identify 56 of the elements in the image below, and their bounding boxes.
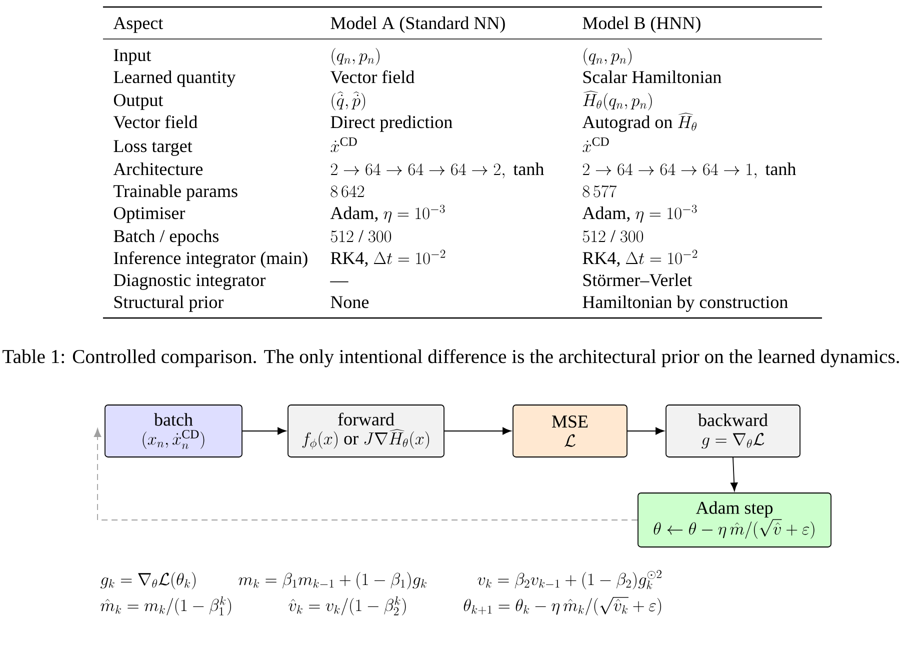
table-cell: $(q_n, p_n)$ — [584, 48, 632, 66]
equation: $m_k = \beta_1 m_{k-1} + (1-\beta_1) g_k$ — [238, 572, 426, 590]
process-box: backward $g = \nabla_\theta\mathcal{L}$ — [666, 404, 800, 458]
table-cell: $\mbox{Adam, }\eta = 10^{-3}$ — [582, 204, 697, 223]
table-cell: $512\mbox{ / }300$ — [330, 230, 392, 242]
table-cell: None — [330, 296, 369, 308]
table-cell: $\dot{x}^{\mathrm{CD}}$ — [330, 137, 357, 152]
equation: $g_k = \nabla_\theta \mathcal{L}(\theta_k)$ — [100, 572, 196, 590]
table-cell: Störmer–Verlet — [583, 274, 692, 286]
table-cell: — — [330, 281, 348, 282]
table-cell: Learned quantity — [114, 70, 236, 87]
equation: $\theta_{k+1} = \theta_k - \eta\,\hat{m}_k/(\sqrt{\hat{v}_k}+\varepsilon)$ — [464, 597, 662, 616]
table-cell: $\mbox{Adam, }\eta = 10^{-3}$ — [330, 204, 445, 223]
table-cell: Scalar Hamiltonian — [583, 70, 722, 84]
table-cell: Output — [114, 94, 164, 110]
table-cell: $\mbox{Autograd on }\widehat{H}_\theta$ — [582, 112, 697, 132]
table-cell: Vector field — [113, 115, 198, 128]
table-cell: Architecture — [113, 162, 203, 176]
table-cell: Hamiltonian by construction — [582, 296, 788, 312]
table-cell: Vector field — [330, 70, 414, 84]
table-cell: Optimiser — [114, 207, 186, 223]
equation: $v_k = \beta_2 v_{k-1} + (1-\beta_2) g_k^{\odot 2}$ — [478, 570, 662, 590]
table-cell: $8\,577$ — [582, 185, 617, 198]
table-cell: Trainable params — [114, 184, 238, 201]
process-box: MSE $\mathcal{L}$ — [512, 404, 628, 458]
table-cell: Direct prediction — [330, 116, 452, 132]
table-cell: Batch / epochs — [114, 230, 219, 246]
table-cell: $\widehat{H}_\theta(q_n, p_n)$ — [583, 90, 652, 110]
arrow — [444, 427, 512, 435]
process-box: Adam step $\theta \leftarrow \theta - \eta\,\hat{m}/(\sqrt{\hat{v}}+\varepsilon)$ — [638, 492, 832, 548]
process-box: batch $(x_n, \dot{x}_n^{\mathrm{CD}})$ — [104, 404, 242, 458]
table-cell: $2 \to 64 \to 64 \to 64 \to 1, \mbox{ tanh}$ — [582, 162, 796, 178]
arrow — [730, 457, 738, 492]
table-header: Model A (Standard NN) — [330, 16, 505, 33]
table-cell: $2 \to 64 \to 64 \to 64 \to 2, \mbox{ tanh}$ — [330, 162, 544, 178]
table-cell: $\mbox{RK4, }\Delta t = 10^{-2}$ — [582, 250, 698, 267]
table-cell: Structural prior — [114, 296, 224, 312]
arrow — [94, 428, 638, 520]
table-cell: $512\mbox{ / }300$ — [582, 230, 644, 242]
table-header: Aspect — [113, 17, 164, 33]
table-cell: $\dot{x}^{\mathrm{CD}}$ — [582, 137, 609, 152]
table-cell: $(q_n, p_n)$ — [332, 48, 380, 66]
process-box: forward $f_\phi(x) \mbox{ or } J\nabla\widehat{H}_\theta(x)$ — [288, 404, 444, 458]
table-cell: Input — [114, 49, 152, 65]
table-cell: Inference integrator (main) — [114, 251, 308, 268]
caption: Table 1: Controlled comparison. The only intentional difference is the architectural prior on the learned dynamics. — [2, 349, 899, 368]
table-cell: $8\,642$ — [330, 185, 364, 198]
arrow — [242, 427, 286, 435]
table-cell: $\mbox{RK4, }\Delta t = 10^{-2}$ — [330, 250, 446, 267]
equation: $\hat{m}_k = m_k/(1-\beta_1^k)$ — [100, 596, 232, 616]
table-header: Model B (HNN) — [582, 16, 700, 33]
arrow — [627, 427, 664, 435]
table-cell: Loss target — [114, 140, 192, 156]
table-cell: $(\widehat{\dot{q}}, \widehat{\dot{p}})$ — [332, 92, 366, 110]
table-cell: Diagnostic integrator — [114, 274, 266, 290]
equation: $\hat{v}_k = v_k/(1-\beta_2^k)$ — [288, 596, 406, 616]
